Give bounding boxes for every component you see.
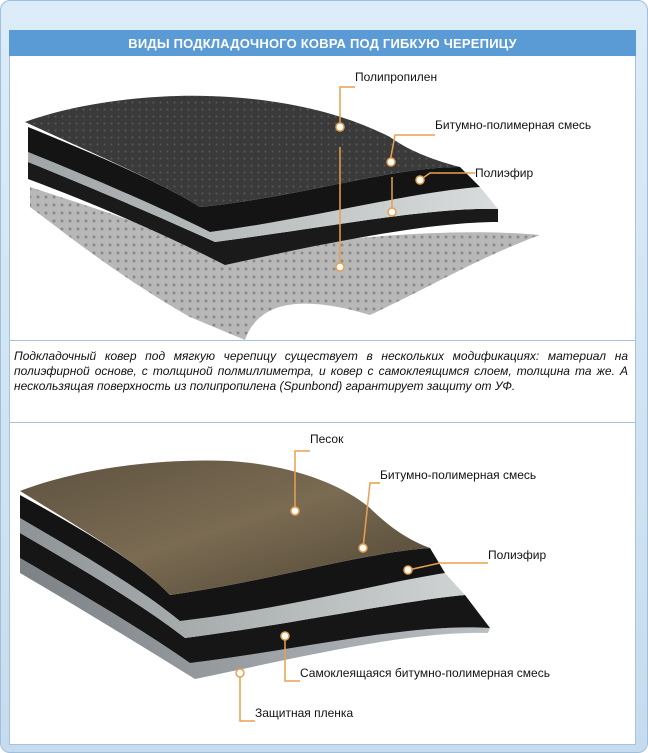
label-polypropylene: Полипропилен [355, 70, 437, 84]
divider-bottom [10, 422, 635, 423]
label-polyester-top: Полиэфир [475, 166, 533, 180]
label-bitumen-mix-bottom: Битумно-полимерная смесь [380, 468, 536, 482]
divider-top [10, 340, 635, 341]
polyester-layer [28, 152, 498, 242]
self-adhesive-layer [20, 533, 490, 663]
bottom-callout-lines [239, 450, 488, 722]
polyester-layer-bottom [20, 518, 465, 638]
label-bitumen-mix-top: Битумно-полимерная смесь [435, 118, 591, 132]
sand-top-layer [20, 460, 430, 595]
protective-film-layer [20, 558, 490, 679]
caption-text: Подкладочный ковер под мягкую черепицу с… [14, 349, 628, 393]
polypropylene-top-layer [25, 95, 460, 207]
top-callout-dots [335, 122, 425, 272]
bottom-callout-dots [235, 506, 413, 678]
bottom-figure: Песок Битумно-полимерная смесь Полиэфир … [10, 423, 635, 743]
label-protective-film: Защитная пленка [255, 706, 353, 720]
bitumen-lower-layer [28, 162, 498, 265]
bitumen-upper-layer [28, 127, 480, 232]
top-layers-illustration: Полипропилен Битумно-полимерная смесь По… [25, 70, 591, 340]
top-figure: Полипропилен Битумно-полимерная смесь По… [10, 57, 635, 340]
bottom-layers-illustration: Песок Битумно-полимерная смесь Полиэфир … [20, 432, 550, 722]
bitumen-mix-layer-bottom [20, 495, 445, 621]
label-sand: Песок [310, 432, 344, 446]
label-self-adhesive: Самоклеящаяся битумно-полимерная смесь [300, 666, 550, 680]
polypropylene-bottom-layer [30, 187, 540, 340]
label-polyester-bottom: Полиэфир [488, 548, 546, 562]
page-title: ВИДЫ ПОДКЛАДОЧНОГО КОВРА ПОД ГИБКУЮ ЧЕРЕ… [9, 30, 636, 56]
